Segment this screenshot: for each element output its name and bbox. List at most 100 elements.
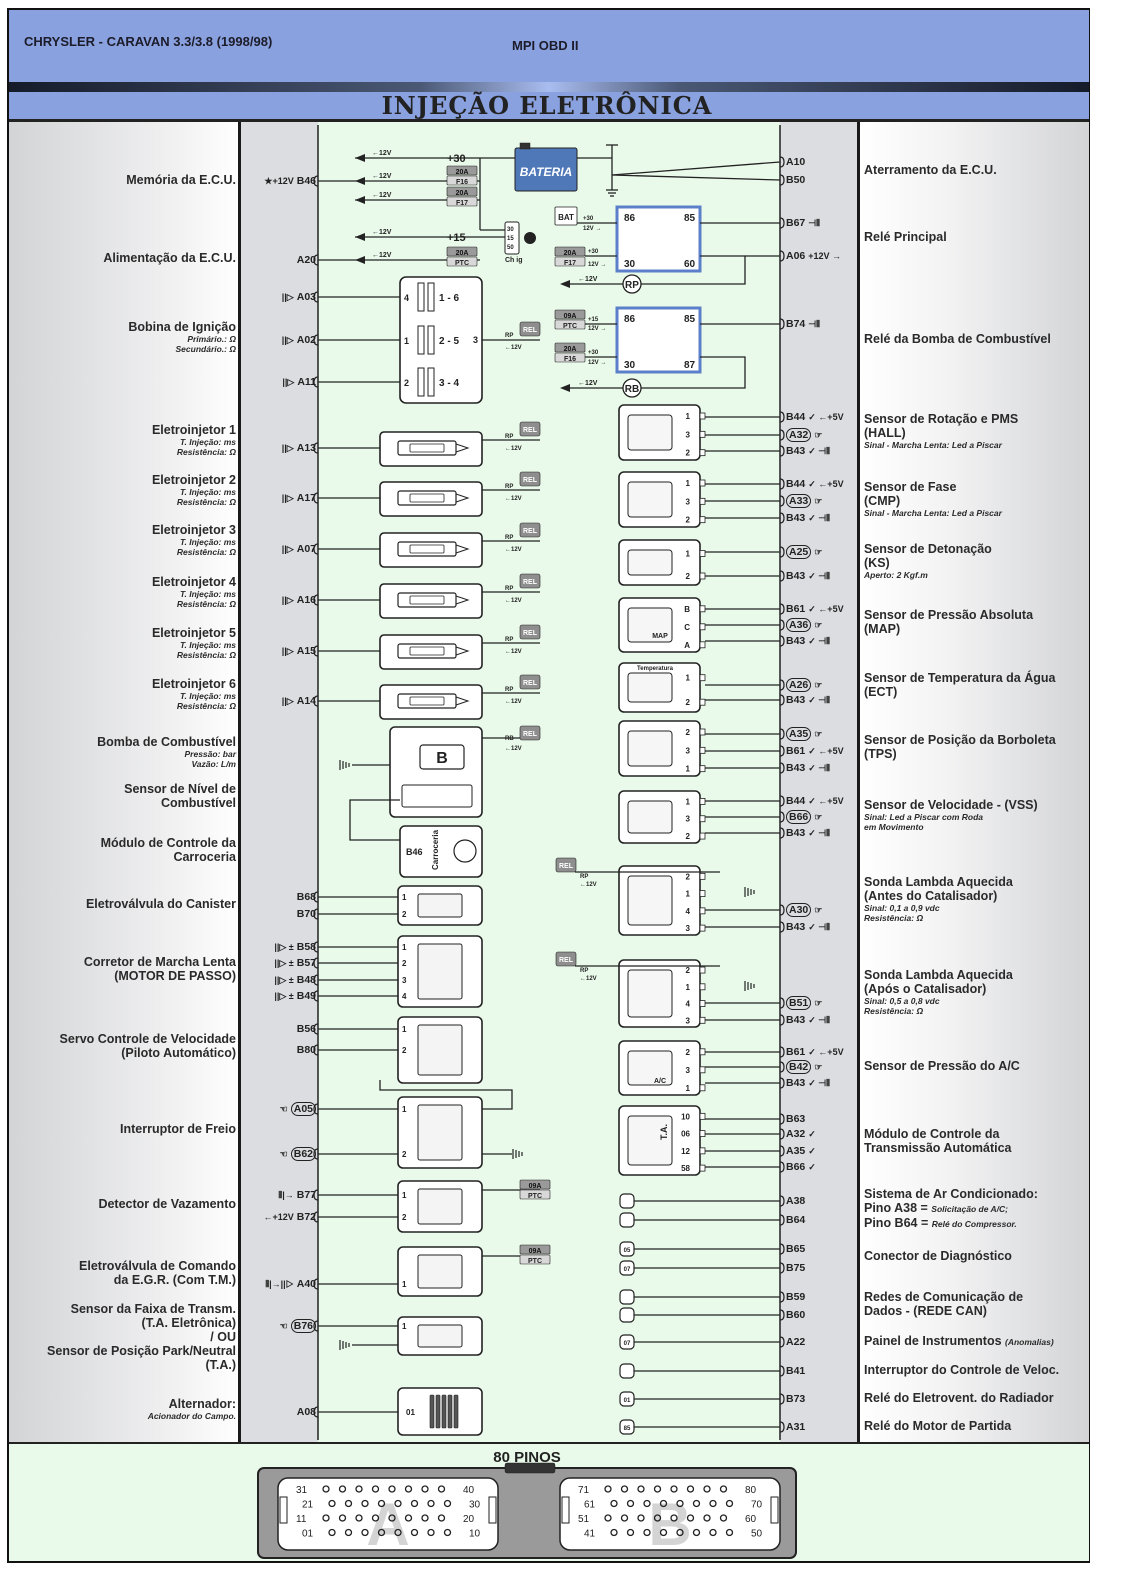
voltage-label: ←12V — [580, 976, 597, 982]
ign-terminal: 30 — [507, 227, 514, 233]
pin-label: B67 — [786, 217, 806, 229]
ecu-pin-left: ||▷A13 — [279, 442, 316, 454]
pin-hole — [643, 1528, 651, 1537]
signal-marker: ✓ ←+5V — [808, 604, 844, 614]
pin-hole — [703, 1514, 711, 1522]
pin-terminal — [779, 1262, 785, 1274]
hand-probe-icon: ☜ — [279, 1149, 288, 1159]
plus30-small: +30 — [583, 216, 594, 222]
ecu-pin-right: B65 — [786, 1243, 805, 1255]
pin-label: A06 — [786, 250, 806, 262]
right-ecu-pin-column — [780, 122, 857, 1442]
rel-tag — [519, 471, 541, 487]
fuse — [519, 1254, 551, 1265]
pin-terminal — [779, 762, 785, 774]
pin-label: B61 — [786, 1046, 806, 1058]
sensor-element — [627, 607, 673, 643]
plus30-small: +30 — [588, 249, 599, 255]
label-subtext: Resistência: Ω — [176, 547, 236, 557]
pin-number: 20 — [463, 1514, 475, 1525]
pin-label: B51 — [786, 996, 812, 1010]
ecu-pin-right: B43✓ ⊣⫴ — [786, 1014, 833, 1026]
pin-label: A11 — [297, 376, 316, 388]
pin-hole — [659, 1499, 668, 1508]
coil-pin: 2 — [404, 378, 409, 388]
pin-label: B43 — [786, 570, 806, 582]
sensor-terminal — [699, 1084, 706, 1092]
coil-winding — [427, 367, 435, 397]
pin-label: A07 — [296, 543, 316, 555]
rp-label: RP — [505, 637, 513, 643]
ignition-switch — [504, 221, 520, 255]
left-component-label: Interruptor de Freio — [120, 1122, 236, 1136]
transistor-icon — [453, 839, 477, 863]
voltage-label: ←12V — [505, 649, 522, 655]
label-subtext: Sinal - Marcha Lenta: Led a Piscar — [864, 440, 1002, 450]
sensor-terminal — [699, 1016, 706, 1024]
signal-marker: ✓ ←+5V — [808, 746, 844, 756]
pin-number: 10 — [469, 1529, 481, 1540]
pin-hole — [410, 1499, 419, 1508]
pin-label: B48 — [296, 974, 316, 986]
pin-hole — [344, 1499, 353, 1508]
ecu-pin-left: ||▷ ±B49 — [271, 990, 316, 1002]
ecu-pin-right: A25☞ — [786, 545, 825, 559]
pin-label: B75 — [786, 1262, 806, 1274]
cruise-servo-element — [417, 1024, 463, 1076]
label-line: Interruptor de Freio — [120, 1122, 236, 1136]
injector-coil — [409, 646, 445, 656]
injector-coil — [409, 443, 445, 453]
connector-key — [504, 1462, 556, 1474]
sensor-element — [627, 1050, 673, 1086]
signal-marker: ✓ ⊣⫴ — [808, 828, 830, 838]
pin-terminal — [779, 217, 785, 229]
pin-hole — [361, 1499, 369, 1508]
connector-tag — [619, 1289, 635, 1305]
rel-label: REL — [523, 680, 538, 687]
ecu-pin-right: B43✓ ⊣⫴ — [786, 762, 833, 774]
right-component-label: Conector de Diagnóstico — [864, 1249, 1012, 1263]
label-subtext: Sinal - Marcha Lenta: Led a Piscar — [864, 508, 1002, 518]
sensor-terminal — [699, 641, 706, 649]
label-line: (T.A.) — [205, 1358, 236, 1372]
sensor-element — [627, 1115, 673, 1166]
pin-label: B62 — [290, 1147, 316, 1161]
right-component-label: Sensor de Detonação(KS)Aperto: 2 Kgf.m — [864, 542, 992, 580]
alternator-fin — [441, 1394, 447, 1429]
pin-label: B60 — [786, 1309, 806, 1321]
rel-label: REL — [523, 731, 538, 738]
ecu-pin-right: B64 — [786, 1214, 805, 1226]
sensor-terminal — [699, 1112, 706, 1120]
voltage-label: ←12V — [372, 229, 392, 236]
pin-terminal — [313, 908, 319, 920]
pin-label: A31 — [786, 1421, 806, 1433]
pin-terminal — [313, 645, 319, 657]
idle-stepper-motor-element — [417, 943, 463, 1000]
sensor-pin: 2 — [686, 516, 691, 525]
label-line: (MOTOR DE PASSO) — [114, 969, 236, 983]
signal-marker: ||▷ — [281, 696, 294, 706]
rel-tag — [519, 321, 541, 337]
pin-terminal — [313, 1278, 319, 1290]
hand-probe-icon: ☞ — [814, 998, 823, 1008]
ecu-pin-right: B75 — [786, 1262, 805, 1274]
label-line: Eletroválvula do Canister — [85, 897, 236, 911]
label-line: Módulo de Controle da — [864, 1127, 1000, 1141]
battery-label: BATERIA — [520, 165, 572, 179]
label-subtext: Secundário.: Ω — [175, 344, 236, 354]
right-component-labels — [860, 122, 1089, 1442]
page-title: INJEÇÃO ELETRÔNICA — [381, 91, 713, 120]
sensor-pin: 1 — [686, 412, 691, 421]
ecu-pin-right: A06+12V → — [786, 250, 844, 262]
label-line: (Antes do Catalisador) — [864, 889, 998, 903]
component-pin: 2 — [402, 1213, 407, 1222]
connector-tag-label: 01 — [624, 1398, 631, 1404]
label-line: (Piloto Automático) — [121, 1046, 236, 1060]
sensor-terminal — [699, 674, 706, 682]
pin-terminal — [779, 1421, 785, 1433]
ecu-pin-left: A08 — [297, 1406, 316, 1418]
